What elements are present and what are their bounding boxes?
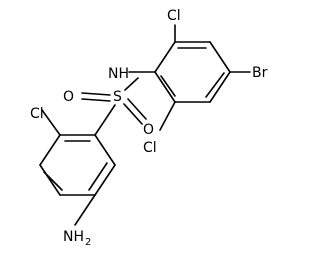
bond [127,98,147,120]
bond [39,134,61,166]
amine-subscript-label: 2 [85,237,91,248]
chlorine-right-label: Cl [143,140,157,156]
atom-labels: Cl NH Br O S O Cl Cl NH 2 [30,8,268,248]
chlorine-left-label: Cl [30,106,44,122]
oxygen-bottom-label: O [143,122,154,138]
chlorine-top-label: Cl [167,8,181,24]
bond [209,71,231,103]
bond [160,75,176,97]
bond [154,71,176,103]
bond [205,72,225,98]
bond [94,104,116,136]
bond [81,98,111,102]
sulfur-label: S [113,89,122,105]
bond [88,162,108,191]
bond [74,194,96,226]
bonds [39,24,251,226]
bond [41,109,61,136]
bond [94,164,116,196]
bond [209,41,231,73]
oxygen-left-label: O [63,89,74,105]
bromine-label: Br [252,65,268,81]
bond [43,171,63,191]
amine-label: NH [63,229,84,245]
bond [81,92,111,96]
nh-label: NH [108,66,129,82]
bond [159,101,176,131]
chemical-structure-diagram: Cl NH Br O S O Cl Cl NH 2 [30,8,268,248]
bond [94,134,116,166]
bond [154,41,176,73]
bond [124,77,139,91]
bond [123,103,143,125]
bond [39,164,61,196]
